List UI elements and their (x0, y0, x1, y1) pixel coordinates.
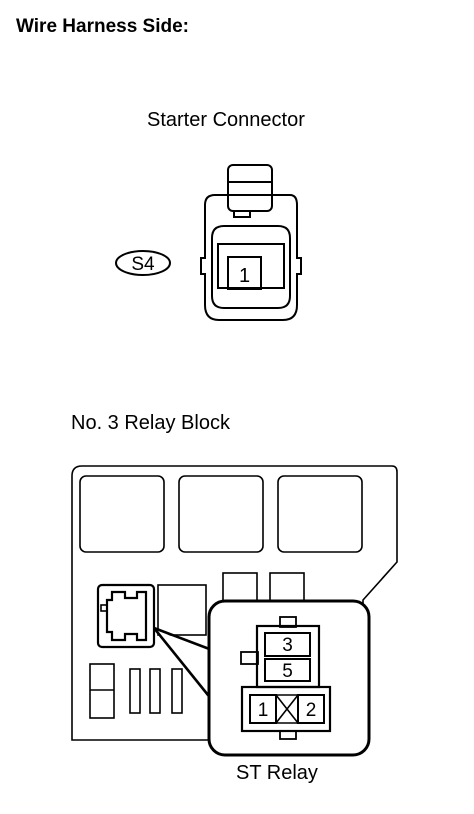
st-relay-location (105, 590, 148, 642)
connector-housing (200, 194, 302, 321)
relay-slot-3 (277, 475, 363, 553)
bottom-fuse-1 (129, 668, 141, 714)
relay-terminal-5-label: 5 (282, 661, 293, 682)
connector-code-oval (115, 250, 171, 276)
st-relay-location-frame (96, 583, 156, 649)
small-slot-1 (157, 584, 207, 636)
terminal-1-cavity (227, 256, 262, 290)
relay-block (71, 465, 398, 741)
relay-terminal-2-label: 2 (306, 700, 317, 721)
page-heading: Wire Harness Side: (16, 16, 190, 37)
bottom-part-1 (89, 663, 115, 719)
relay-slot-1 (79, 475, 165, 553)
st-relay-label: ST Relay (236, 762, 318, 784)
connector-code-label: S4 (131, 254, 155, 275)
terminal-1-label: 1 (239, 265, 250, 287)
relay-block-label: No. 3 Relay Block (71, 412, 230, 434)
bottom-fuse-2 (149, 668, 161, 714)
relay-terminal-1-label: 1 (258, 700, 269, 721)
relay-terminal-3-label: 3 (282, 635, 293, 656)
st-relay-callout: 3 5 1 2 (207, 599, 371, 757)
bottom-fuse-3 (171, 668, 183, 714)
starter-connector: 1 S4 (115, 164, 302, 321)
connector-lock-tab (227, 164, 273, 212)
starter-connector-label: Starter Connector (147, 109, 305, 131)
relay-block-outline (71, 465, 398, 741)
relay-slot-2 (178, 475, 264, 553)
